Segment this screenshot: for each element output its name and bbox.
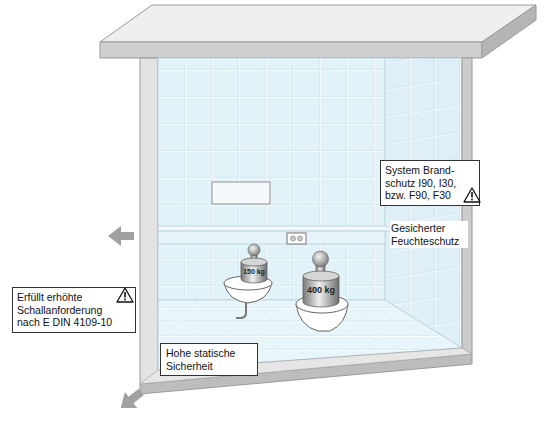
- ceiling-slab-top: [100, 5, 536, 42]
- weight-label: 150 kg: [243, 268, 265, 275]
- weight-top: [303, 271, 339, 281]
- weight-label: 400 kg: [307, 285, 335, 295]
- callout-text: Erfüllt erhöhte Schallanforderung nach E…: [17, 291, 117, 329]
- weight-knob: [248, 244, 260, 256]
- callout-text: Gesicherter Feuchteschutz: [391, 222, 467, 247]
- ledge-front: [158, 231, 385, 244]
- flush-plate: [287, 233, 306, 244]
- back-wall-tiles: [158, 58, 385, 300]
- flush-button: [298, 236, 303, 241]
- weight-top: [241, 258, 267, 266]
- left-wall-edge: [140, 58, 158, 384]
- ledge-top: [158, 226, 400, 231]
- ceiling-slab-side: [482, 5, 536, 58]
- callout-text: System Brand- schutz I90, I30, bzw. F90,…: [385, 164, 463, 202]
- mirror: [212, 182, 270, 204]
- callout-box: Hohe statische Sicherheit: [160, 343, 258, 376]
- callout-box: Erfüllt erhöhte Schallanforderung nach E…: [12, 287, 136, 333]
- sound-arrow: [108, 226, 134, 246]
- callout-text: Hohe statische Sicherheit: [166, 347, 252, 372]
- warning-triangle: [464, 188, 480, 202]
- callout-box: System Brand- schutz I90, I30, bzw. F90,…: [380, 160, 480, 206]
- callout-box: Gesicherter Feuchteschutz: [390, 221, 468, 248]
- right-wall-edge: [462, 58, 472, 354]
- flush-button: [291, 236, 296, 241]
- weight-knob: [313, 251, 329, 267]
- warning-triangle: [117, 288, 133, 302]
- sound-arrow: [115, 384, 148, 416]
- floor-edge-top: [140, 348, 472, 384]
- ceiling-slab-front: [100, 42, 482, 58]
- drain-pipe: [236, 303, 246, 318]
